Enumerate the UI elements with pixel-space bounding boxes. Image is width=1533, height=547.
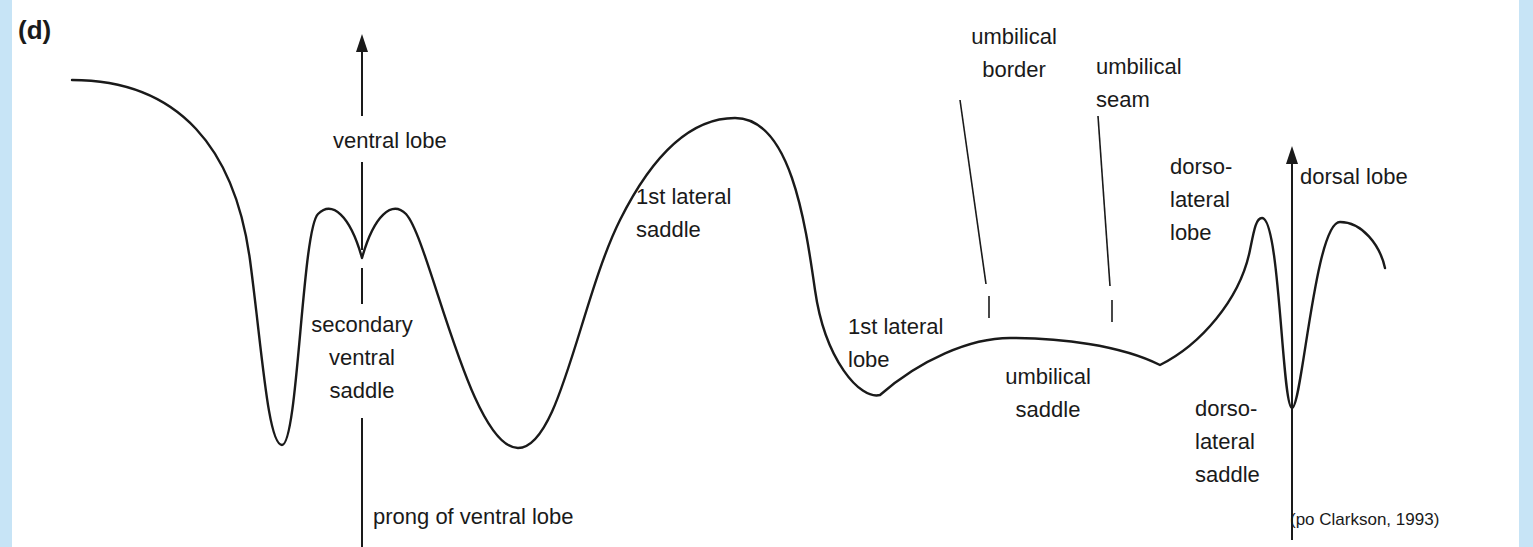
source-note: (po Clarkson, 1993) — [1290, 508, 1510, 532]
ventral-arrow — [361, 46, 363, 547]
panel-letter: (d) — [18, 12, 98, 48]
suture-line — [72, 80, 1385, 448]
part-label: secondary ventral saddle — [302, 308, 422, 407]
arrow-head — [356, 34, 368, 52]
part-label: dorsal lobe — [1300, 160, 1500, 193]
part-label: umbilical saddle — [992, 360, 1104, 426]
arrow-head — [1286, 146, 1298, 164]
part-label: prong of ventral lobe — [373, 500, 673, 533]
part-label: 1st lateral lobe — [848, 310, 973, 376]
part-label: ventral lobe — [333, 124, 533, 157]
dorsal-arrow — [1291, 160, 1293, 540]
part-label: dorso- lateral lobe — [1170, 150, 1248, 249]
part-label: dorso- lateral saddle — [1195, 392, 1275, 491]
part-label: 1st lateral saddle — [636, 180, 761, 246]
part-label: umbilical seam — [1096, 50, 1208, 116]
part-label: umbilical border — [958, 20, 1070, 86]
leader-line — [960, 100, 1112, 322]
